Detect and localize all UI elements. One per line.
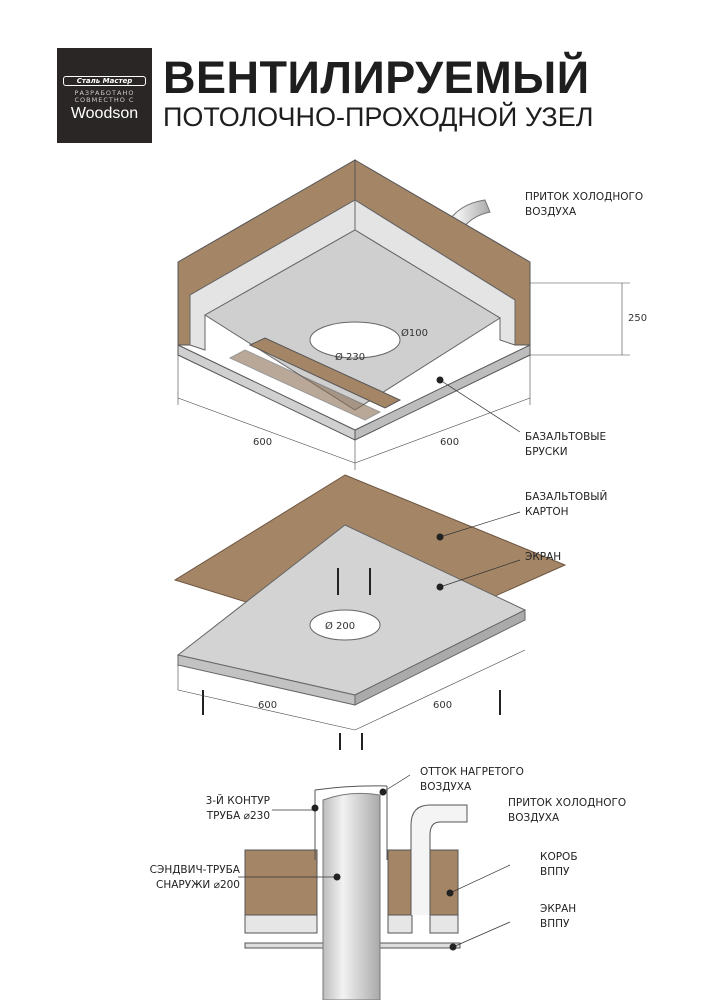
- screws: [202, 568, 501, 750]
- screen-vppu-label-line1: ЭКРАН: [540, 903, 576, 915]
- logo-partner: Woodson: [70, 105, 139, 122]
- screen-width-left: 600: [258, 700, 277, 711]
- inflow-label-line2: ВОЗДУХА: [525, 206, 577, 218]
- sandwich-pipe: [322, 792, 381, 1000]
- basalt-bar-2: [228, 349, 382, 421]
- contour-label-line1: 3-Й КОНТУР: [206, 794, 270, 807]
- ventilated-box-diagram: 250 Ø100 Ø 230 600 600 ПРИТОК ХОЛОДНОГО …: [177, 159, 647, 470]
- screen-hole-diameter: Ø 200: [325, 620, 355, 632]
- box-label-line2: ВППУ: [540, 866, 570, 878]
- box-label-line1: КОРОБ: [540, 851, 578, 863]
- cardboard-label-line2: КАРТОН: [525, 506, 569, 518]
- section-inflow-line2: ВОЗДУХА: [508, 812, 560, 824]
- height-dimension: 250: [628, 313, 647, 324]
- hole-diameter-label: Ø 230: [335, 351, 365, 363]
- basalt-bars-label-line2: БРУСКИ: [525, 446, 568, 458]
- page-title: ВЕНТИЛИРУЕМЫЙ: [163, 52, 590, 103]
- basalt-bar-1: [248, 337, 402, 409]
- screen-hole: [309, 609, 381, 641]
- sandwich-label-line1: СЭНДВИЧ-ТРУБА: [150, 864, 241, 876]
- outflow-label-line2: ВОЗДУХА: [420, 781, 472, 793]
- basalt-bars-label-line1: БАЗАЛЬТОВЫЕ: [525, 431, 606, 443]
- screen-label: ЭКРАН: [525, 551, 561, 563]
- logo: Сталь Мастер РАЗРАБОТАНО СОВМЕСТНО С Woo…: [57, 48, 152, 143]
- cross-section-diagram: ОТТОК НАГРЕТОГО ВОЗДУХА ПРИТОК ХОЛОДНОГО…: [150, 766, 626, 1000]
- box-right-inner: [387, 849, 413, 916]
- screen-vppu-label-line2: ВППУ: [540, 918, 570, 930]
- section-inflow-line1: ПРИТОК ХОЛОДНОГО: [508, 797, 626, 809]
- screen-width-right: 600: [433, 700, 452, 711]
- inflow-label-line1: ПРИТОК ХОЛОДНОГО: [525, 191, 643, 203]
- box-right-outer: [429, 849, 459, 916]
- cardboard-label-line1: БАЗАЛЬТОВЫЙ: [525, 490, 607, 503]
- width-right-dimension: 600: [440, 437, 459, 448]
- outflow-label-line1: ОТТОК НАГРЕТОГО: [420, 766, 524, 778]
- logo-brand: Сталь Мастер: [63, 76, 146, 86]
- inflow-duct-section: [410, 804, 468, 915]
- contour-label-line2: ТРУБА ⌀230: [206, 810, 270, 822]
- outer-casing: [314, 785, 388, 860]
- sandwich-label-line2: СНАРУЖИ ⌀200: [156, 879, 240, 891]
- screen-diagram: Ø 200 600 600 БАЗАЛЬТОВЫЙ КАРТОН ЭКРАН: [173, 474, 607, 750]
- small-diameter-label: Ø100: [401, 327, 428, 339]
- page-subtitle: ПОТОЛОЧНО-ПРОХОДНОЙ УЗЕЛ: [163, 102, 594, 132]
- box-left: [244, 849, 318, 916]
- floor-hole: [309, 321, 401, 359]
- logo-developed: РАЗРАБОТАНО СОВМЕСТНО С: [74, 89, 135, 104]
- width-left-dimension: 600: [253, 437, 272, 448]
